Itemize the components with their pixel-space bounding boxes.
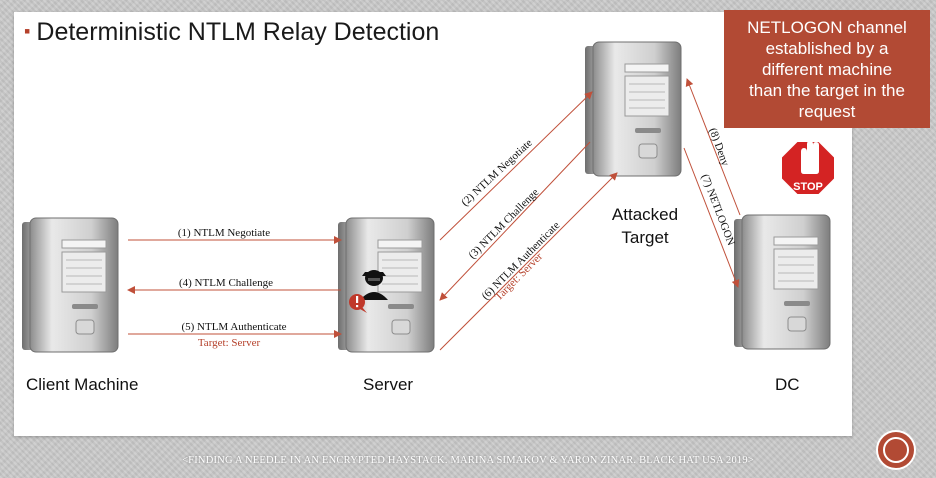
circle-icon [883, 437, 909, 463]
slide-title-text: Deterministic NTLM Relay Detection [36, 18, 440, 46]
msg-4-label: (4) NTLM Challenge [179, 277, 273, 289]
stop-sign-icon: STOP [780, 140, 836, 196]
arrow-8 [685, 78, 741, 216]
warning-icon [349, 294, 367, 313]
hacker-icon [360, 270, 388, 300]
callout-line: than the target in the [749, 81, 905, 100]
msg-1-label: (1) NTLM Negotiate [178, 227, 270, 239]
client-machine-label: Client Machine [26, 375, 139, 394]
callout-line: NETLOGON channel [747, 18, 907, 37]
callout-line: established by a [765, 39, 889, 58]
footer-citation: <FINDING A NEEDLE IN AN ENCRYPTED HAYSTA… [182, 455, 754, 466]
slide-nav-button[interactable] [876, 430, 916, 470]
arrow-2 [439, 91, 593, 241]
msg-8-label: (8) Deny [706, 126, 731, 168]
msg-5-label: (5) NTLM Authenticate [181, 321, 286, 333]
dc-label: DC [775, 375, 800, 394]
bullet-icon: ▪ [24, 21, 31, 41]
msg-5-target-label: Target: Server [198, 337, 261, 349]
target-label-line: Target [621, 228, 669, 247]
server-icon [337, 217, 435, 353]
attacked-label-line: Attacked [611, 205, 679, 224]
callout-line: different machine [761, 60, 893, 79]
arrow-7 [683, 147, 740, 288]
slide-title: ▪Deterministic NTLM Relay Detection [24, 18, 439, 47]
arrow-3 [439, 141, 591, 301]
arrow-6 [439, 172, 618, 351]
dc-icon [733, 214, 831, 350]
stop-sign-label: STOP [793, 181, 823, 193]
server-label: Server [363, 375, 414, 394]
attacked-target-label: Attacked Target [600, 205, 690, 248]
netlogon-callout: NETLOGON channel established by a differ… [724, 10, 930, 128]
attacked-target-icon [584, 41, 682, 177]
client-machine-icon [21, 217, 119, 353]
callout-line: request [798, 102, 856, 121]
